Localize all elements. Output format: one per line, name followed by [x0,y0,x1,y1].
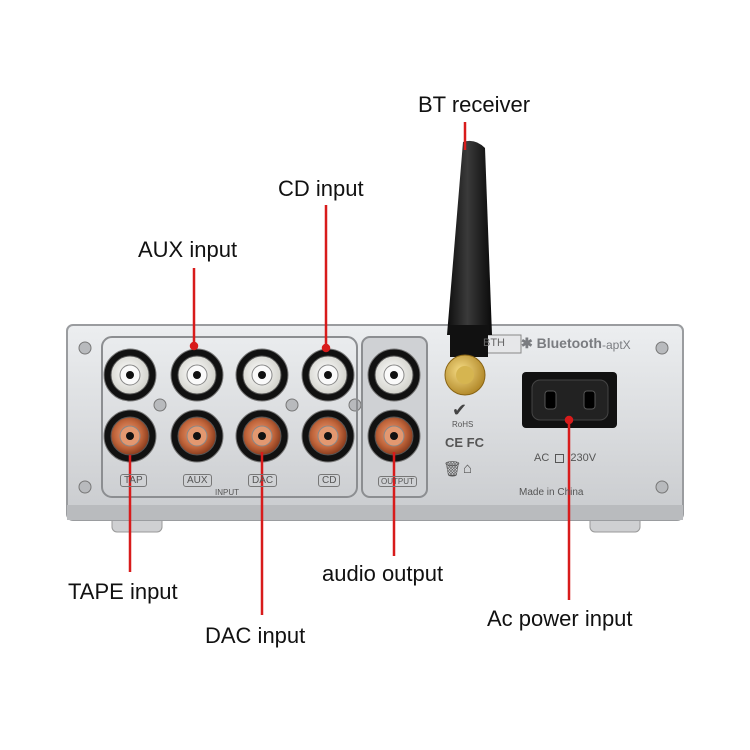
weee-bin-icon: 🗑 [443,461,463,478]
jack-label-tap: TAP [120,474,147,487]
jack-label-aux: AUX [183,474,212,487]
callout-tape-input: TAPE input [68,579,178,604]
antenna [444,140,492,396]
ac-pin-right [583,390,596,410]
rca-jack-output-left [367,348,421,402]
jack-label-dac: DAC [248,474,278,487]
rca-jack-aux-left [170,348,224,402]
input-panel [101,336,358,498]
bluetooth-label: Bluetooth [536,335,602,351]
rca-jack-tape-left [103,348,157,402]
rca-jack-aux-right [170,409,224,463]
screws [78,341,669,494]
jack-label-cd: CD [318,474,341,487]
voltage-selector-icon [555,453,565,463]
callout-aux-input: AUX input [138,237,238,262]
ac-socket-inner [531,379,609,421]
rca-jack-dac-left [235,348,289,402]
certification-check-icon: ✔ [452,400,468,420]
rca-jack-cd-left [301,348,355,402]
ce-fc-text: CE FC [445,435,484,450]
callout-ac-power-input: Ac power input [487,606,633,631]
voltage-value: 230V [570,452,597,464]
callout-dac-input: DAC input [205,623,306,648]
bt-badge-text: BTH [483,337,505,349]
recycle-home-icon: ⌂ [463,460,473,477]
callout-dot [321,343,331,353]
callout-audio-output: audio output [322,561,444,586]
input-group-label: INPUT [215,488,239,497]
rca-jack-output-right [367,409,421,463]
rohs-text: RoHS [452,420,474,429]
aptx-text: -aptX [602,338,631,352]
bluetooth-logo-text: ✱ Bluetooth [521,335,602,352]
rca-jack-tape-right [103,409,157,463]
bluetooth-icon: ✱ [521,335,533,351]
callout-dot [189,341,199,351]
ac-label: AC [534,452,550,464]
callout-dot [564,415,574,425]
callout-bt-receiver: BT receiver [418,92,531,117]
output-label: OUTPUT [378,476,417,487]
ac-pin-left [544,390,557,410]
callout-cd-input: CD input [278,176,364,201]
made-in-text: Made in China [519,487,584,498]
chassis-bottom-edge [67,505,683,520]
rca-jack-cd-right [301,409,355,463]
ac-text: AC 230V [534,452,596,464]
